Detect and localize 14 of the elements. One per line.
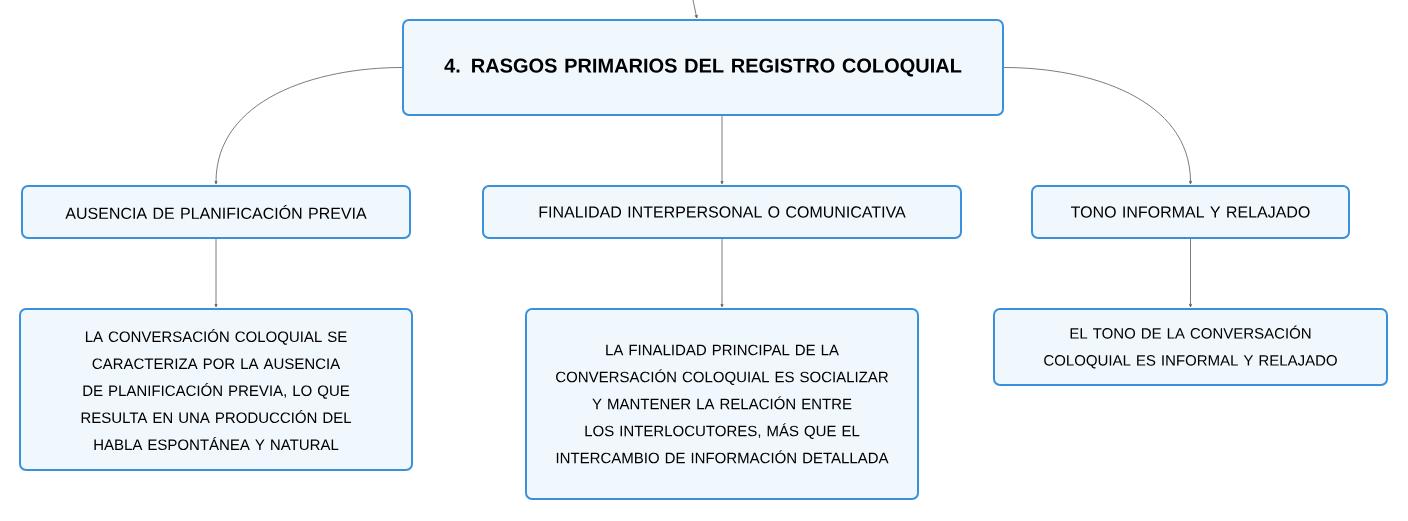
arrow [214, 67, 403, 185]
description-box: EL TONO DE LA CONVERSACIÓN COLOQUIAL ES INFORMAL Y RELAJADO [993, 308, 1388, 386]
topic-box: FINALIDAD INTERPERSONAL O COMUNICATIVA [482, 185, 962, 239]
arrow [1003, 67, 1192, 185]
arrow [720, 238, 724, 308]
description-box: LA FINALIDAD PRINCIPAL DE LA CONVERSACIÓN COLOQUIAL ES SOCIALIZAR Y MANTENER LA RELACIÓN ENTRE LOS INTERLOCUTORES, MÁS QUE EL INTERCAMBIO DE INFORMACIÓN DETALLADA [525, 308, 919, 500]
arrow [214, 238, 218, 308]
topic-box: TONO INFORMAL Y RELAJADO [1031, 185, 1350, 239]
arrow [692, 0, 698, 19]
description-box: LA CONVERSACIÓN COLOQUIAL SE CARACTERIZA POR LA AUSENCIA DE PLANIFICACIÓN PREVIA, LO QUE RESULTA EN UNA PRODUCCIÓN DEL HABLA ESPONTÁNEA Y NATURAL [19, 308, 413, 471]
arrow [1189, 238, 1192, 308]
arrow [720, 115, 724, 185]
topic-box: AUSENCIA DE PLANIFICACIÓN PREVIA [21, 185, 411, 239]
title-box: 4. RASGOS PRIMARIOS DEL REGISTRO COLOQUIAL [402, 19, 1004, 116]
